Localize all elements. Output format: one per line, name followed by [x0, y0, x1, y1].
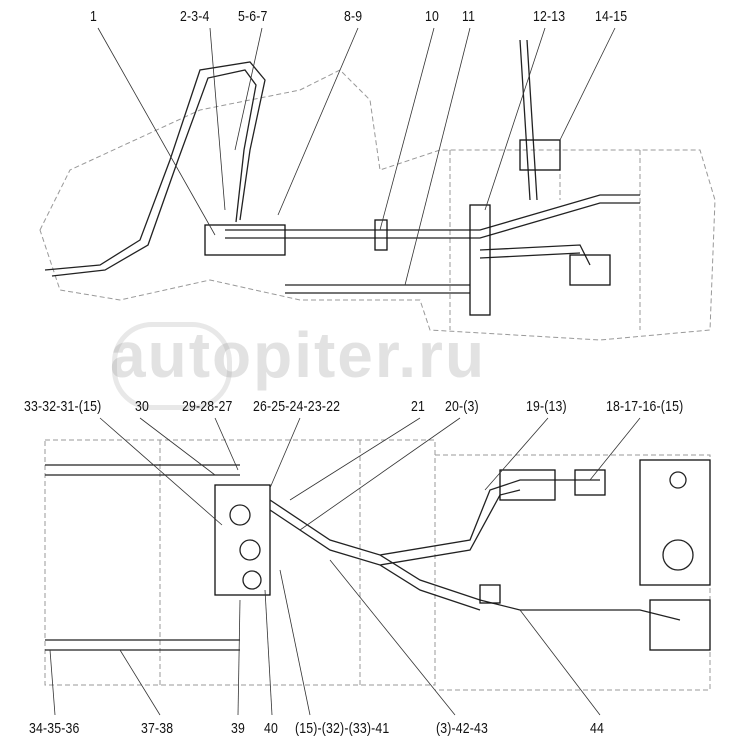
callout-label: 44	[590, 720, 605, 737]
callout-label: 10	[425, 8, 440, 25]
callout-label: 37-38	[141, 720, 174, 737]
top-leaders	[97, 27, 616, 286]
callout-label: (3)-42-43	[436, 720, 489, 737]
callout-label: 8-9	[344, 8, 363, 25]
callout-label: 1	[90, 8, 98, 25]
callout-label: 39	[231, 720, 246, 737]
callout-label: 20-(3)	[445, 398, 479, 415]
callout-label: 12-13	[533, 8, 566, 25]
callout-label: 5-6-7	[238, 8, 268, 25]
callout-label: 21	[411, 398, 426, 415]
callout-label: 34-35-36	[29, 720, 80, 737]
top-pipes	[44, 39, 640, 316]
callout-label: 11	[462, 8, 476, 25]
callout-label: 40	[264, 720, 279, 737]
watermark: autopiter.ru	[110, 319, 487, 391]
callout-label: 2-3-4	[180, 8, 210, 25]
bottom-view	[44, 439, 711, 691]
callout-label: (15)-(32)-(33)-41	[295, 720, 390, 737]
watermark-logo	[112, 322, 232, 410]
callout-label: 18-17-16-(15)	[606, 398, 684, 415]
callout-label: 14-15	[595, 8, 628, 25]
callout-label: 29-28-27	[182, 398, 233, 415]
bottom-leaders	[49, 417, 641, 716]
callout-label: 33-32-31-(15)	[24, 398, 102, 415]
callout-label: 26-25-24-23-22	[253, 398, 341, 415]
top-view	[39, 69, 716, 341]
callout-label: 19-(13)	[526, 398, 567, 415]
callout-label: 30	[135, 398, 150, 415]
bottom-components	[45, 459, 711, 651]
